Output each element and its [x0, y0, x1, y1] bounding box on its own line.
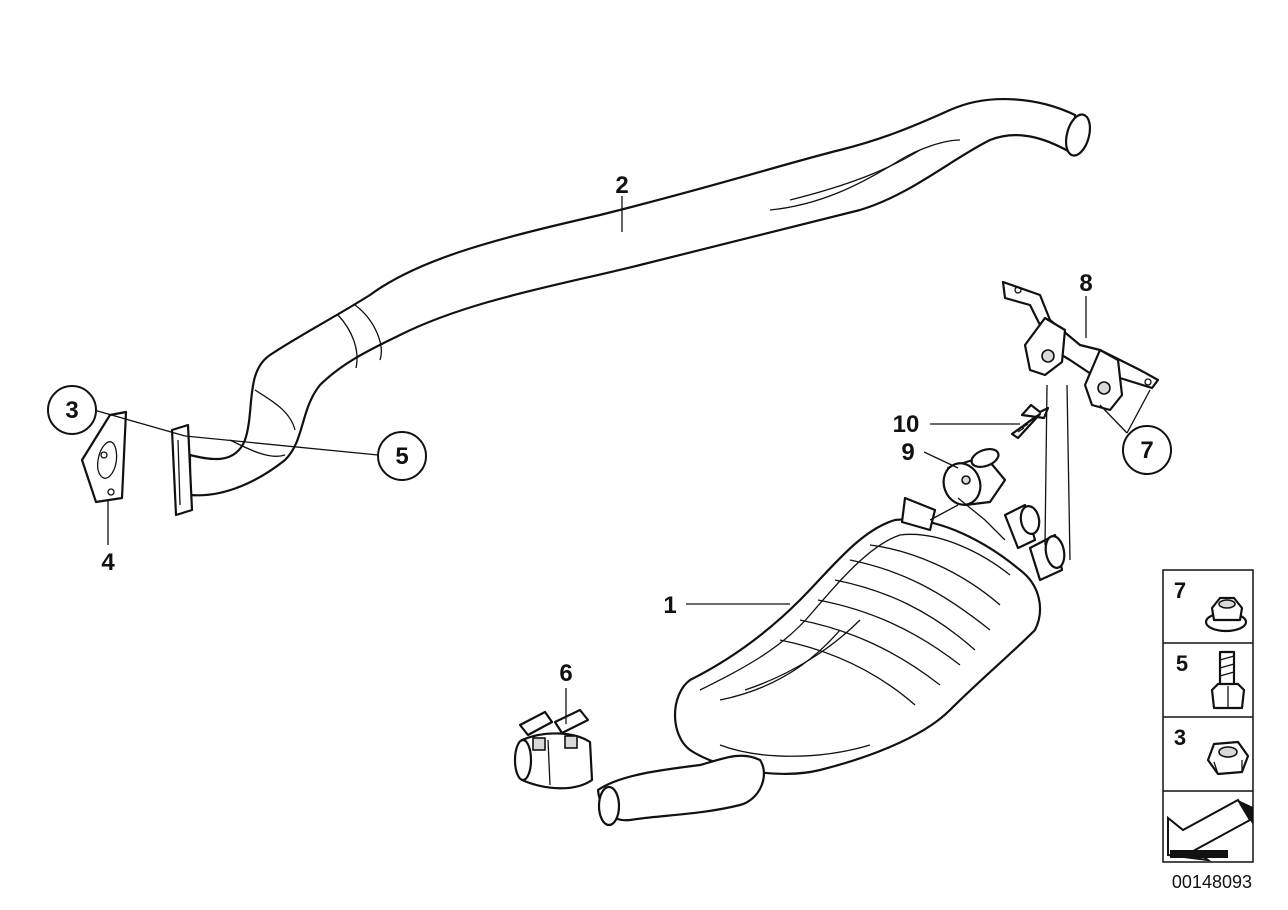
- callout-2: 2: [615, 172, 628, 199]
- hex-nut-icon: [1206, 740, 1250, 776]
- callout-6: 6: [559, 660, 572, 687]
- callout-3-circle: [47, 385, 97, 435]
- callout-5-circle: [377, 431, 427, 481]
- callout-7: 7: [1140, 437, 1153, 464]
- callout-4: 4: [101, 549, 115, 576]
- gasket-part-4: [80, 410, 128, 504]
- bolt-part-10: [1010, 403, 1050, 440]
- bracket-part-8: [1001, 280, 1160, 412]
- callout-3: 3: [65, 397, 78, 424]
- callout-8: 8: [1079, 270, 1092, 297]
- leader-lines: [93, 196, 1151, 724]
- hex-bolt-icon: [1210, 650, 1246, 710]
- clamp-part-6: [513, 708, 594, 790]
- callout-5: 5: [395, 443, 408, 470]
- rear-muffler-part-1: [596, 496, 1066, 827]
- legend-num-5: 5: [1176, 651, 1188, 676]
- rubber-mount-part-9: [942, 447, 1007, 507]
- callout-7-circle: [1122, 425, 1172, 475]
- flange-nut-icon: [1204, 596, 1248, 633]
- legend-num-7: 7: [1174, 578, 1186, 603]
- callout-labels: 2 1 3 5 4 6 8 10 9 7: [47, 172, 1172, 687]
- direction-arrow-icon: [1167, 798, 1253, 862]
- front-pipe-part-2: [170, 97, 1092, 517]
- legend-num-3: 3: [1174, 725, 1186, 750]
- callout-1: 1: [663, 592, 676, 619]
- document-number: 00148093: [1172, 872, 1252, 892]
- callout-9: 9: [901, 439, 914, 466]
- callout-10: 10: [893, 411, 920, 438]
- fastener-legend: 7 5 3: [1162, 569, 1254, 863]
